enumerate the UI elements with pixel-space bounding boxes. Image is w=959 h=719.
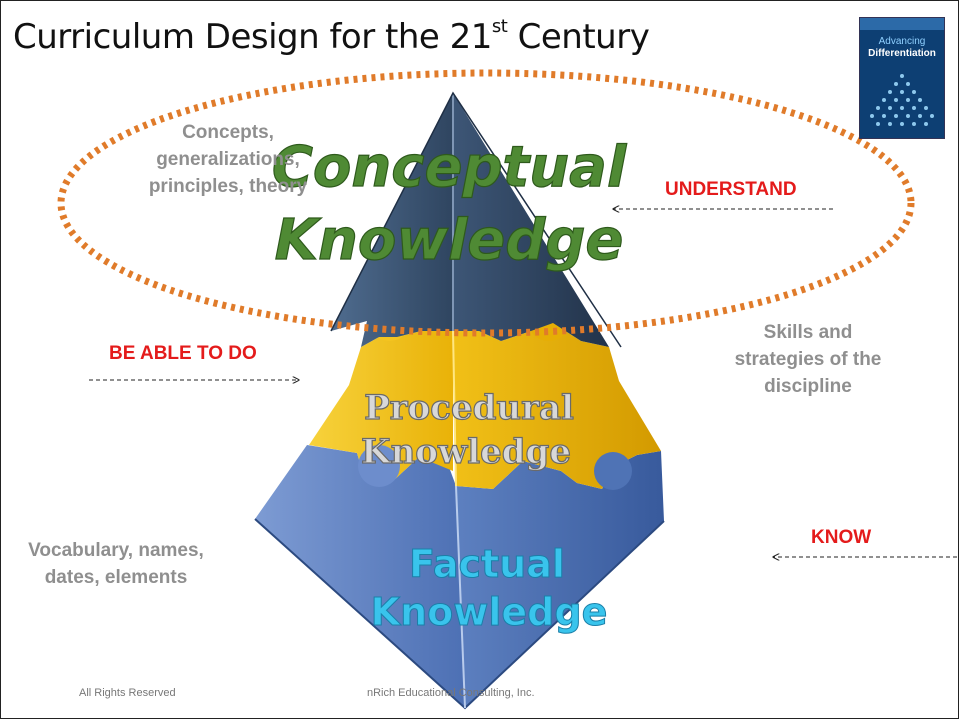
factual-title-line2: Knowledge bbox=[371, 590, 608, 634]
svg-text:Advancing: Advancing bbox=[879, 36, 926, 47]
footer-rights: All Rights Reserved bbox=[79, 687, 176, 699]
conceptual-title-line1: Conceptual bbox=[272, 135, 627, 200]
factual-title-line1: Factual bbox=[409, 542, 565, 586]
know-label: KNOW bbox=[811, 527, 872, 548]
puzzle-knob bbox=[358, 445, 400, 487]
conceptual-title-line2: Knowledge bbox=[275, 208, 624, 273]
procedural-description: Skills and strategies of the discipline bbox=[734, 322, 882, 397]
slide-title: Curriculum Design for the 21st Century bbox=[13, 15, 650, 57]
conceptual-description: Concepts, generalizations, principles, t… bbox=[148, 122, 308, 197]
footer-company: nRich Educational Consulting, Inc. bbox=[367, 687, 535, 699]
conceptual-focus-ellipse bbox=[57, 69, 915, 337]
puzzle-knob bbox=[594, 452, 632, 490]
conceptual-tier bbox=[330, 91, 622, 348]
procedural-title-line2: Knowledge bbox=[361, 432, 571, 472]
procedural-title-line1: Procedural bbox=[364, 388, 574, 428]
svg-text:Differentiation: Differentiation bbox=[868, 48, 936, 59]
book-cover-image: Advancing Differentiation bbox=[859, 17, 945, 139]
factual-description: Vocabulary, names, dates, elements bbox=[28, 540, 204, 588]
be-able-to-do-label: BE ABLE TO DO bbox=[109, 343, 257, 364]
understand-label: UNDERSTAND bbox=[665, 179, 797, 200]
factual-tier bbox=[254, 445, 665, 710]
